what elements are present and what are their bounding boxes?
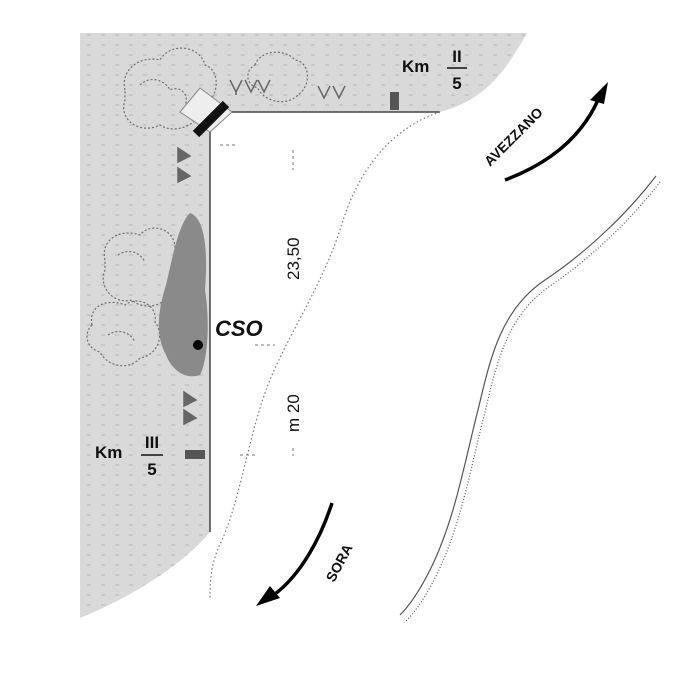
site-code-label: CSO xyxy=(215,316,263,341)
length-dimension-label: 23,50 xyxy=(284,237,303,280)
km-bottom-label: Km III 5 xyxy=(95,433,163,479)
pond xyxy=(158,213,208,377)
site-dot-icon xyxy=(193,340,203,350)
km-top-numerator: II xyxy=(452,47,461,66)
km-bottom-prefix: Km xyxy=(95,443,122,462)
road-dotted-edge xyxy=(209,111,441,601)
km-bottom-numerator: III xyxy=(145,433,159,452)
reed-marsh-icon xyxy=(177,79,346,426)
road-edge xyxy=(209,111,440,532)
km-bottom-denominator: 5 xyxy=(147,460,156,479)
km-top-denominator: 5 xyxy=(452,74,461,93)
km-marker-bottom xyxy=(185,450,205,459)
km-top-label: Km II 5 xyxy=(402,47,467,93)
curved-arrow-icon xyxy=(256,82,608,606)
scrub-icon xyxy=(86,47,308,367)
roadside-verge xyxy=(80,33,527,618)
width-dimension-label: m 20 xyxy=(284,394,303,432)
direction-sora: SORA xyxy=(323,541,356,584)
dimension-ticks xyxy=(220,144,294,456)
km-marker-top xyxy=(390,92,399,110)
km-top-prefix: Km xyxy=(402,57,429,76)
far-bank xyxy=(399,175,661,622)
direction-avezzano: AVEZZANO xyxy=(481,104,546,169)
